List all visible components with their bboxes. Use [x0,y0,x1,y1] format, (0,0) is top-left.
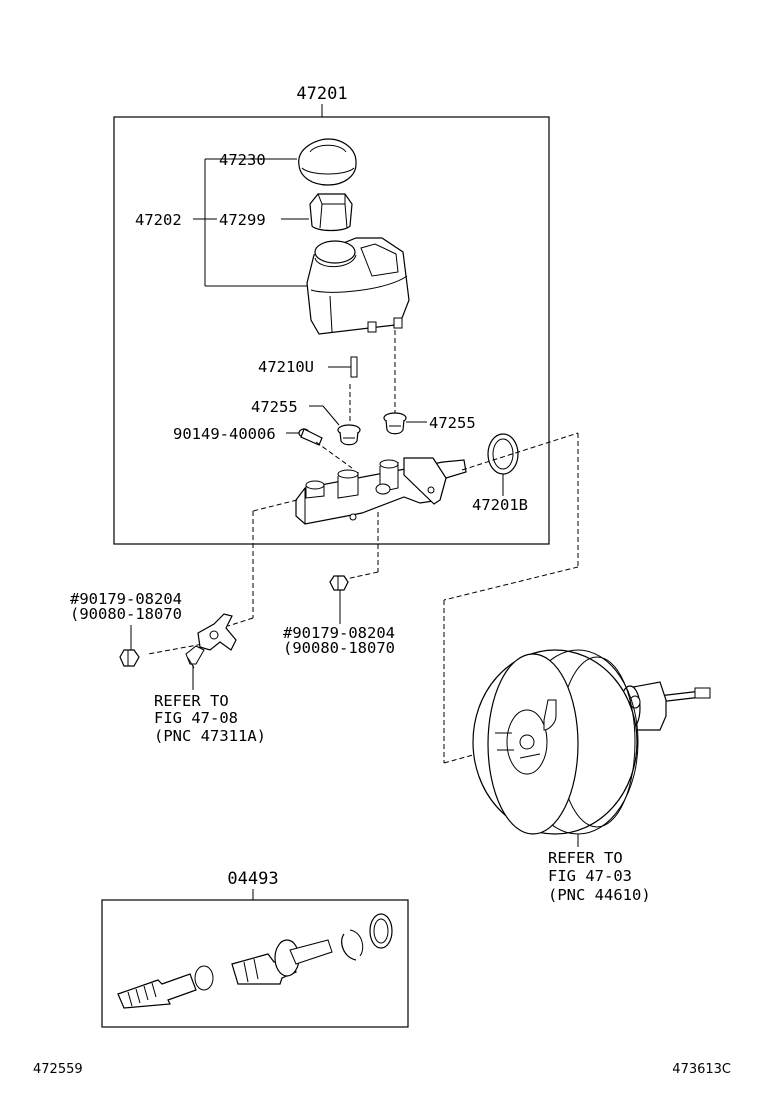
footer-right-code: 473613C [672,1062,731,1077]
bolt-label: 90149-40006 [173,425,276,443]
main-assembly-label: 47201 [296,84,347,104]
grommet-left-label: 47255 [251,398,298,416]
piston-primary [231,939,333,985]
oring [487,433,519,496]
brake-fluid-reservoir [306,237,410,335]
grommet-left [337,424,361,446]
refer-right-line-3: (PNC 44610) [548,886,651,904]
nut-left-label-2: (90080-18070 [70,605,182,623]
refer-right-line-2: FIG 47-03 [548,867,632,885]
master-cylinder-assembly-box [113,104,550,545]
refer-right-line-1: REFER TO [548,849,623,867]
strainer-label: 47299 [219,211,266,229]
nut-middle-label-2: (90080-18070 [283,639,395,657]
cylinder-kit-box [101,899,409,1028]
grommet-right [383,412,407,435]
nut-left [119,625,140,667]
nut-left-label-1: #90179-08204 [70,590,182,608]
reservoir-pin [328,356,358,378]
refer-left-line-2: FIG 47-08 [154,709,238,727]
pin-label: 47210U [258,358,314,376]
nut-middle-label-1: #90179-08204 [283,624,395,642]
grommet-right-label: 47255 [429,414,476,432]
kit-oring [369,913,393,949]
alignment-dashed-line [315,441,353,469]
snap-ring [341,929,364,961]
reservoir-sub-assy-bracket [193,158,309,287]
refer-left-line-1: REFER TO [154,692,229,710]
footer-left-code: 472559 [33,1062,83,1077]
reservoir-sub-assy-label: 47202 [135,211,182,229]
nut-middle [329,575,349,624]
oring-label: 47201B [472,496,528,514]
kit-label: 04493 [227,869,278,889]
reservoir-strainer [309,193,353,232]
refer-left-line-3: (PNC 47311A) [154,727,266,745]
brake-booster [472,649,711,847]
master-cylinder-body [295,457,467,525]
cap-label: 47230 [219,151,266,169]
reservoir-cap [298,138,357,186]
piston-secondary [117,965,214,1009]
bolt [286,428,323,446]
proportioning-valve [185,613,237,669]
